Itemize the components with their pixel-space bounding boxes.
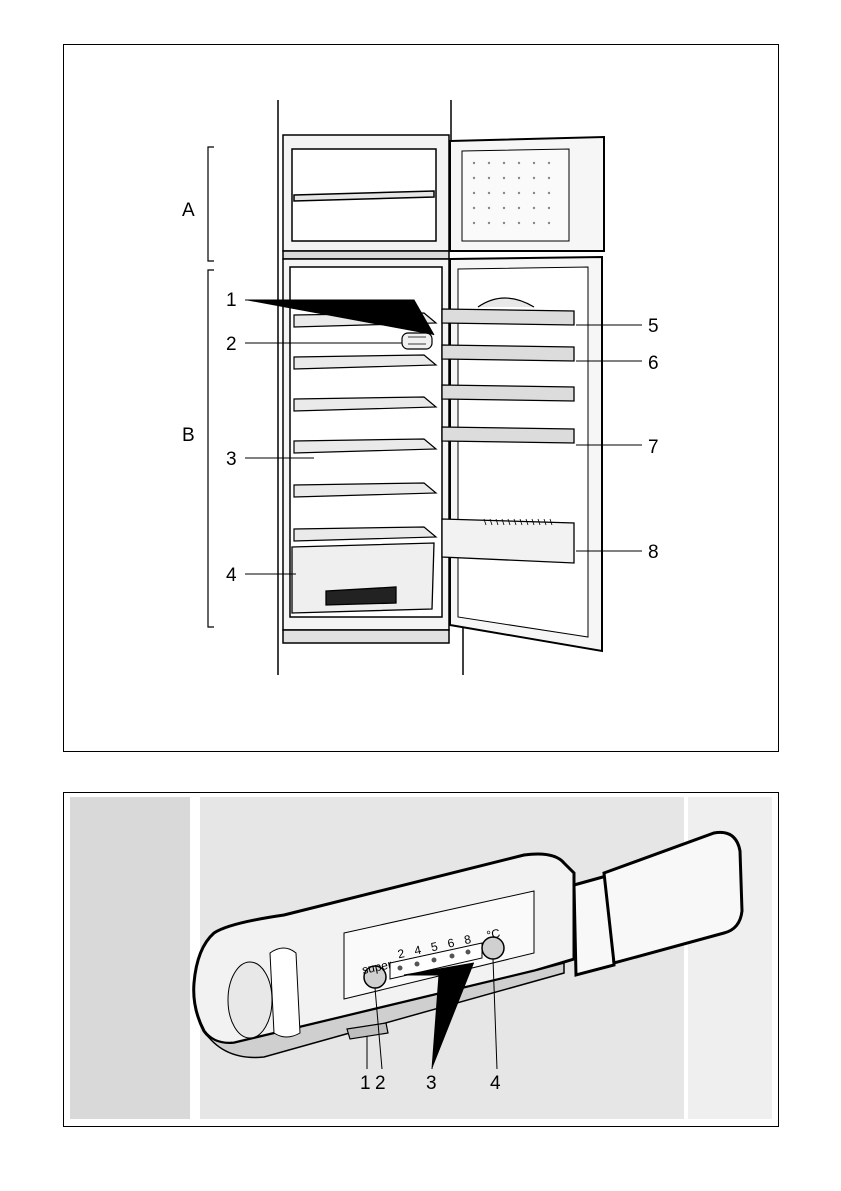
bracket-section-a [208,147,214,261]
callout-1: 1 [226,290,237,311]
control-panel-diagram: super 2 4 5 6 8 °C 1 2 3 4 [64,793,778,1126]
thermostat-unit [402,333,432,349]
indicator-led [415,962,420,967]
callout-7: 7 [648,437,659,458]
callout-8: 8 [648,542,659,563]
door-shelf [442,309,574,325]
door-shelf [442,345,574,361]
freezer-door-inner-panel [462,149,569,241]
indicator-led [450,954,455,959]
indicator-led [466,950,471,955]
fridge-diagram-panel: A B 1 2 3 4 5 6 7 8 [63,44,779,752]
fridge-diagram: A B 1 2 3 4 5 6 7 8 [64,45,778,751]
bottom-callout-1: 1 [360,1073,371,1094]
indicator-led [432,958,437,963]
bottom-callout-3: 3 [426,1073,437,1094]
light-lens [228,962,272,1038]
door-shelf [442,385,574,401]
section-label-b: B [182,425,195,446]
callout-5: 5 [648,316,659,337]
compartment-divider [283,251,449,259]
section-label-a: A [182,200,195,221]
control-panel-diagram-panel: super 2 4 5 6 8 °C 1 2 3 4 [63,792,779,1127]
indicator-led [398,966,403,971]
background-wall-left [70,797,190,1119]
bottom-callout-4: 4 [490,1073,501,1094]
bracket-section-b [208,270,214,627]
bottle-rack [442,519,574,563]
light-lens-ring [270,948,300,1037]
bottom-callout-2: 2 [375,1073,386,1094]
callout-4: 4 [226,565,237,586]
cabinet-plinth [283,630,449,643]
callout-6: 6 [648,353,659,374]
callout-3: 3 [226,449,237,470]
callout-2: 2 [226,334,237,355]
door-shelf [442,427,574,443]
